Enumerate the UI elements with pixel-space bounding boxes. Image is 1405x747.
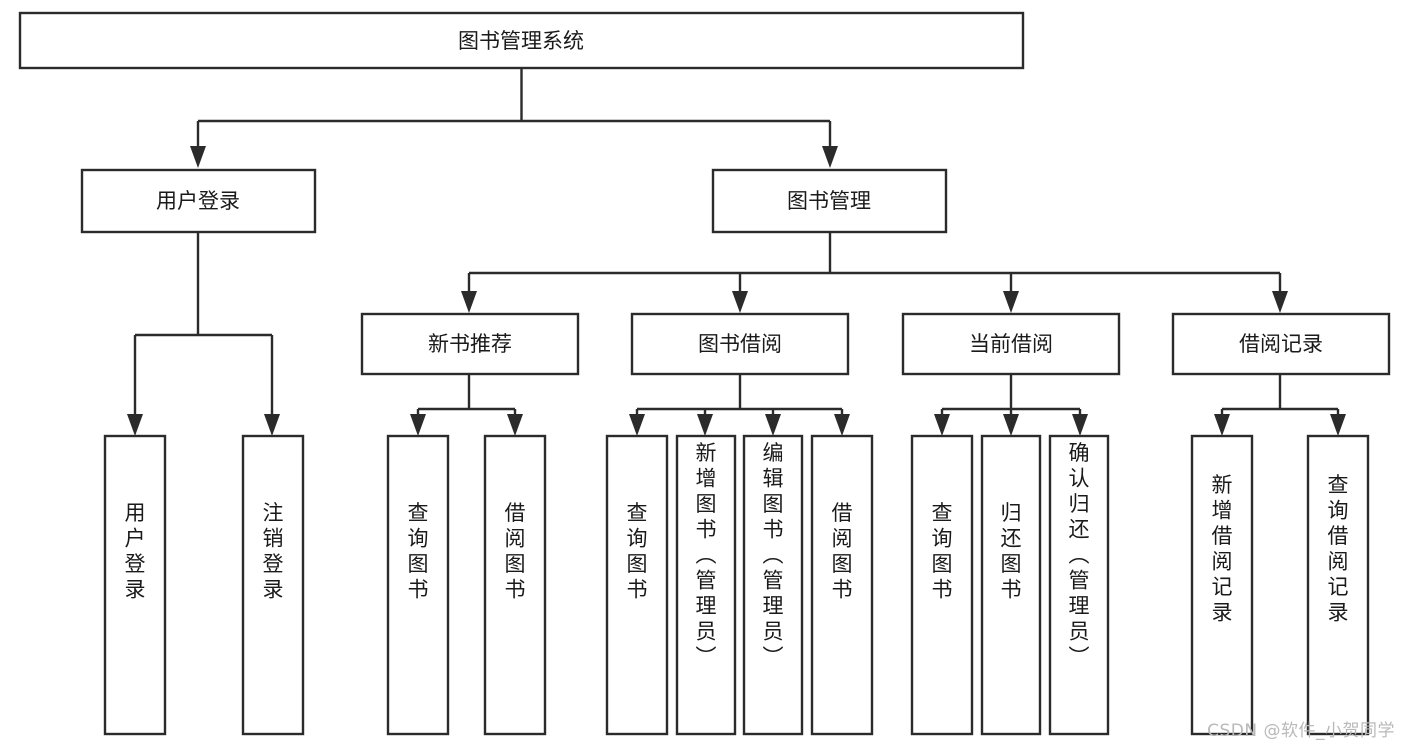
leaf-borrow-book-2-box[interactable]	[810, 434, 874, 736]
leaf-confirm-return-label: 确认归还︵管理员︶	[1069, 441, 1090, 669]
connector-group-borrow-records	[1214, 374, 1346, 436]
arrow-newbook-leaf-2	[507, 414, 523, 436]
node-current-borrow[interactable]: 当前借阅	[901, 312, 1121, 376]
leaf-edit-book-box[interactable]	[742, 434, 804, 736]
arrow-records-leaf-1	[1214, 414, 1230, 436]
leaf-logout-box[interactable]	[241, 434, 305, 736]
connector-group-new-book	[410, 374, 523, 436]
connector-group-book-borrow	[629, 374, 850, 436]
leaf-add-record-label: 新增借阅记录	[1212, 473, 1233, 625]
node-borrow-records[interactable]: 借阅记录	[1171, 312, 1391, 376]
leaf-node[interactable]: 编辑图书︵管理员︶	[742, 434, 804, 736]
leaf-node[interactable]: 查询图书	[910, 434, 974, 736]
leaf-node[interactable]: 归还图书	[980, 434, 1042, 736]
node-book-borrow[interactable]: 图书借阅	[630, 312, 850, 376]
connector-group-user-login	[127, 232, 280, 436]
arrow-borrow-leaf-3	[765, 414, 781, 436]
node-current-borrow-label: 当前借阅	[969, 332, 1053, 356]
leaf-confirm-return-box[interactable]	[1048, 434, 1110, 736]
leaf-add-book-box[interactable]	[675, 434, 737, 736]
leaf-query-book-3-label: 查询图书	[932, 501, 953, 602]
node-user-login-box[interactable]	[80, 168, 317, 234]
connector-group-root	[190, 68, 838, 168]
leaf-query-book-2-box[interactable]	[605, 434, 669, 736]
node-root[interactable]: 图书管理系统	[18, 11, 1025, 70]
arrow-records-leaf-2	[1330, 414, 1346, 436]
node-book-borrow-label: 图书借阅	[698, 332, 782, 356]
arrow-login-leaf-1	[127, 414, 143, 436]
leaf-borrow-book-2-label: 借阅图书	[832, 501, 853, 602]
arrow-manage-child-2	[732, 291, 748, 313]
leaf-query-book-1-box[interactable]	[386, 434, 450, 736]
arrow-newbook-leaf-1	[410, 414, 426, 436]
node-new-book-recommend-label: 新书推荐	[428, 332, 512, 356]
arrow-current-leaf-1	[934, 414, 950, 436]
arrow-manage-child-1	[461, 291, 477, 313]
node-borrow-records-box[interactable]	[1171, 312, 1391, 376]
leaf-logout-label: 注销登录	[263, 501, 284, 602]
leaf-node[interactable]: 查询图书	[605, 434, 669, 736]
arrow-borrow-leaf-4	[834, 414, 850, 436]
leaf-edit-book-label: 编辑图书︵管理员︶	[763, 441, 784, 669]
leaf-node[interactable]: 确认归还︵管理员︶	[1048, 434, 1110, 736]
leaf-query-record-label: 查询借阅记录	[1328, 473, 1349, 625]
leaf-borrow-book-1-box[interactable]	[483, 434, 547, 736]
watermark-label: CSDN @软件_小贺同学	[1207, 721, 1395, 741]
leaf-query-book-3-box[interactable]	[910, 434, 974, 736]
node-user-login-label: 用户登录	[156, 189, 240, 213]
leaf-node[interactable]: 查询图书	[386, 434, 450, 736]
arrow-manage-child-3	[1003, 291, 1019, 313]
arrow-borrow-leaf-2	[697, 414, 713, 436]
node-borrow-records-label: 借阅记录	[1239, 332, 1323, 356]
leaf-node[interactable]: 借阅图书	[810, 434, 874, 736]
leaf-borrow-book-1-label: 借阅图书	[505, 501, 526, 602]
leaf-node[interactable]: 查询借阅记录	[1306, 434, 1370, 736]
node-book-manage[interactable]: 图书管理	[711, 168, 948, 234]
connector-group-current-borrow	[934, 374, 1088, 436]
arrow-current-leaf-3	[1072, 414, 1088, 436]
leaf-node[interactable]: 注销登录	[241, 434, 305, 736]
node-root-label: 图书管理系统	[458, 29, 584, 53]
leaf-add-record-box[interactable]	[1190, 434, 1254, 736]
node-new-book-recommend[interactable]: 新书推荐	[360, 312, 580, 376]
leaf-query-book-2-label: 查询图书	[627, 501, 648, 602]
arrow-login-leaf-2	[264, 414, 280, 436]
leaf-return-book-label: 归还图书	[1001, 501, 1022, 602]
arrow-root-to-manage	[822, 146, 838, 168]
arrow-current-leaf-2	[1003, 414, 1019, 436]
node-book-borrow-box[interactable]	[630, 312, 850, 376]
leaf-node[interactable]: 新增借阅记录	[1190, 434, 1254, 736]
node-book-manage-label: 图书管理	[787, 189, 871, 213]
arrow-borrow-leaf-1	[629, 414, 645, 436]
node-user-login[interactable]: 用户登录	[80, 168, 317, 234]
connector-group-book-manage	[461, 232, 1288, 313]
leaf-user-login-box[interactable]	[103, 434, 167, 736]
arrow-manage-child-4	[1272, 291, 1288, 313]
leaf-query-record-box[interactable]	[1306, 434, 1370, 736]
leaf-node[interactable]: 用户登录	[103, 434, 167, 736]
leaf-user-login-label: 用户登录	[125, 501, 146, 602]
leaf-query-book-1-label: 查询图书	[408, 501, 429, 602]
leaf-add-book-label: 新增图书︵管理员︶	[696, 441, 717, 669]
leaf-node[interactable]: 借阅图书	[483, 434, 547, 736]
node-book-manage-box[interactable]	[711, 168, 948, 234]
node-current-borrow-box[interactable]	[901, 312, 1121, 376]
leaf-return-book-box[interactable]	[980, 434, 1042, 736]
node-new-book-recommend-box[interactable]	[360, 312, 580, 376]
leaf-node[interactable]: 新增图书︵管理员︶	[675, 434, 737, 736]
arrow-root-to-login	[190, 146, 206, 168]
node-root-box[interactable]	[18, 11, 1025, 70]
